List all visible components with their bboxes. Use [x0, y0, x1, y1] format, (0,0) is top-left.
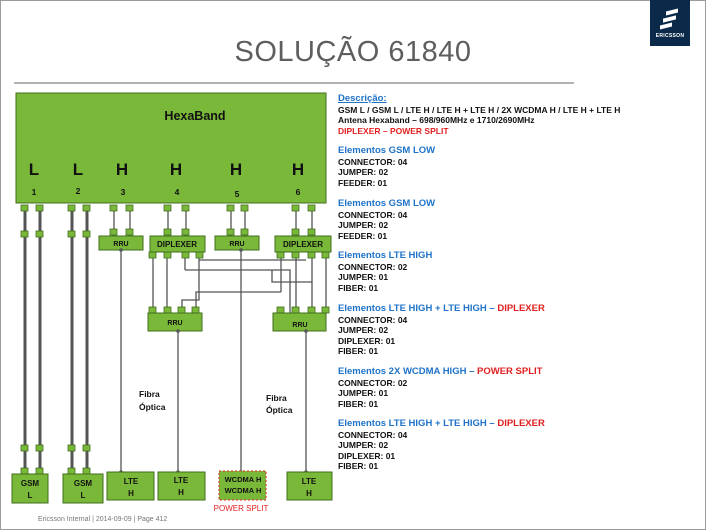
diplexer-label: DIPLEXER [157, 240, 197, 249]
port-number: 5 [235, 189, 240, 199]
unit-line1: LTE [302, 477, 317, 486]
diplexer-box [149, 235, 206, 253]
power-split-label: POWER SPLIT [214, 504, 269, 513]
description-line: Antena Hexaband – 698/960MHz e 1710/2690… [338, 115, 535, 125]
fiber-label: Fibra [266, 393, 287, 403]
port-number: 4 [175, 187, 180, 197]
band-label: H [170, 160, 182, 179]
section-title: Elementos GSM LOW [338, 198, 436, 209]
section-line: JUMPER: 02 [338, 220, 389, 230]
band-label: L [73, 160, 83, 179]
unit-line1: LTE [174, 476, 189, 485]
gsm-jumpers [23, 210, 89, 474]
section-line: DIPLEXER: 01 [338, 335, 396, 346]
section-line: JUMPER: 01 [338, 388, 389, 398]
fiber-label: Fibra [139, 389, 160, 399]
rru-box [214, 235, 260, 251]
unit-line2: H [178, 488, 184, 497]
band-label: L [29, 160, 39, 179]
diplexer-label: DIPLEXER [283, 240, 323, 249]
section-title: Elementos LTE HIGH + LTE HIGH – DIPLEXER [338, 303, 545, 314]
logo-text: ERICSSON [655, 33, 685, 39]
unit-line1: GSM [74, 479, 93, 488]
antenna-name: HexaBand [164, 109, 225, 123]
section-line: DIPLEXER: 01 [338, 450, 396, 461]
hexaband-antenna [15, 92, 327, 204]
port-number: 1 [32, 187, 37, 197]
unit-line1: LTE [124, 477, 139, 486]
section-line: FIBER: 01 [338, 461, 379, 471]
section-title: Elementos 2X WCDMA HIGH – POWER SPLIT [338, 366, 543, 377]
unit-line2: WCDMA H [225, 486, 262, 495]
slide-title: SOLUÇÃO 61840 [234, 36, 472, 68]
unit-line2: L [81, 491, 86, 500]
fiber-label: Óptica [266, 404, 293, 415]
rru-label: RRU [292, 322, 307, 329]
rru-label: RRU [113, 241, 128, 248]
radio-unit [62, 473, 104, 504]
section-title: Elementos GSM LOW [338, 145, 436, 156]
description-title: Descrição: [338, 93, 387, 104]
band-label: H [292, 160, 304, 179]
section-line: CONNECTOR: 04 [338, 429, 408, 440]
section-line: CONNECTOR: 04 [338, 209, 408, 220]
section-line: FIBER: 01 [338, 398, 379, 409]
rru-box [147, 312, 203, 332]
section-line: CONNECTOR: 04 [338, 156, 408, 167]
description-block: Descrição: GSM L / GSM L / LTE H / LTE H… [338, 93, 620, 136]
description-line: DIPLEXER – POWER SPLIT [338, 125, 449, 136]
band-label: H [116, 160, 128, 179]
section-line: CONNECTOR: 02 [338, 261, 408, 272]
radio-unit [286, 471, 333, 501]
band-label: H [230, 160, 242, 179]
section-lte-high-diplexer-1: Elementos LTE HIGH + LTE HIGH – DIPLEXER… [338, 303, 545, 357]
section-title: Elementos LTE HIGH [338, 250, 433, 261]
section-line: CONNECTOR: 04 [338, 314, 408, 325]
unit-line1: GSM [21, 479, 40, 488]
radio-unit [11, 473, 49, 504]
section-line: FIBER: 01 [338, 282, 379, 293]
section-wcdma-power-split: Elementos 2X WCDMA HIGH – POWER SPLIT CO… [338, 366, 542, 409]
section-title: Elementos LTE HIGH + LTE HIGH – DIPLEXER [338, 418, 545, 429]
title-divider [14, 82, 574, 84]
section-line: JUMPER: 02 [338, 325, 389, 335]
fiber-label: Óptica [139, 401, 166, 412]
unit-line1: WCDMA H [225, 475, 262, 484]
section-line: CONNECTOR: 02 [338, 377, 408, 388]
port-number: 3 [121, 187, 126, 197]
unit-line2: H [306, 489, 312, 498]
port-number: 2 [76, 186, 81, 196]
section-lte-high: Elementos LTE HIGH CONNECTOR: 02 JUMPER:… [338, 250, 432, 293]
diplexer-box [274, 235, 332, 253]
radio-unit-power-split [218, 470, 267, 501]
unit-line2: L [28, 491, 33, 500]
section-line: JUMPER: 01 [338, 272, 389, 282]
port-number: 6 [296, 187, 301, 197]
radio-unit [157, 471, 206, 501]
section-line: FEEDER: 01 [338, 177, 388, 188]
ericsson-logo: ERICSSON [650, 0, 690, 46]
description-line: GSM L / GSM L / LTE H / LTE H + LTE H / … [338, 104, 621, 115]
unit-line2: H [128, 489, 134, 498]
section-line: FIBER: 01 [338, 346, 379, 356]
section-lte-high-diplexer-2: Elementos LTE HIGH + LTE HIGH – DIPLEXER… [338, 418, 545, 472]
section-line: JUMPER: 02 [338, 440, 389, 450]
radio-unit [106, 471, 155, 501]
footer-text: Ericsson Internal | 2014-09-09 | Page 41… [38, 516, 168, 523]
section-line: FEEDER: 01 [338, 230, 388, 241]
rru-label: RRU [167, 320, 182, 327]
rru-box [272, 312, 327, 332]
rru-label: RRU [229, 241, 244, 248]
section-gsm-low-2: Elementos GSM LOW CONNECTOR: 04 JUMPER: … [338, 198, 435, 241]
section-line: JUMPER: 02 [338, 167, 389, 177]
section-gsm-low-1: Elementos GSM LOW CONNECTOR: 04 JUMPER: … [338, 145, 435, 188]
